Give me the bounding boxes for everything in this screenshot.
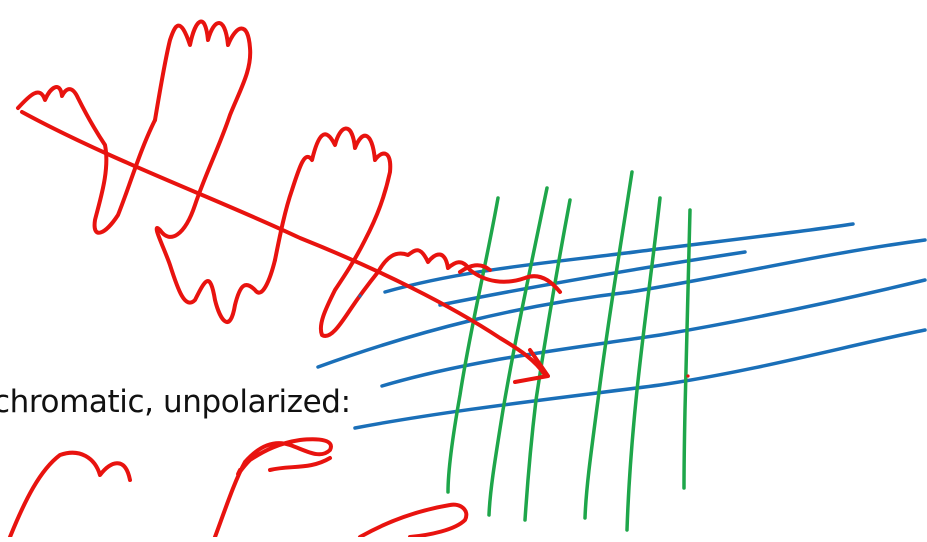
red-ray <box>22 112 545 375</box>
blue-dot <box>358 294 361 297</box>
red-squiggle-3 <box>275 128 560 335</box>
green-line-1 <box>448 198 498 492</box>
green-vertical-lines <box>448 172 690 530</box>
red-dot <box>686 374 689 377</box>
red-squiggle-2 <box>155 21 275 321</box>
blue-line-2 <box>318 240 925 367</box>
red-bottom-squiggle-3 <box>10 453 130 537</box>
blue-line-4 <box>355 330 925 428</box>
green-line-5 <box>627 198 660 530</box>
caption-text: chromatic, unpolarized: <box>0 384 351 420</box>
red-bottom-squiggle-4 <box>360 505 466 537</box>
green-line-6 <box>684 210 690 488</box>
red-bottom-squiggle-1 <box>215 439 331 537</box>
red-bottom-squiggle-2 <box>270 458 330 470</box>
red-squiggle-1 <box>18 87 155 233</box>
red-wave <box>10 21 560 537</box>
